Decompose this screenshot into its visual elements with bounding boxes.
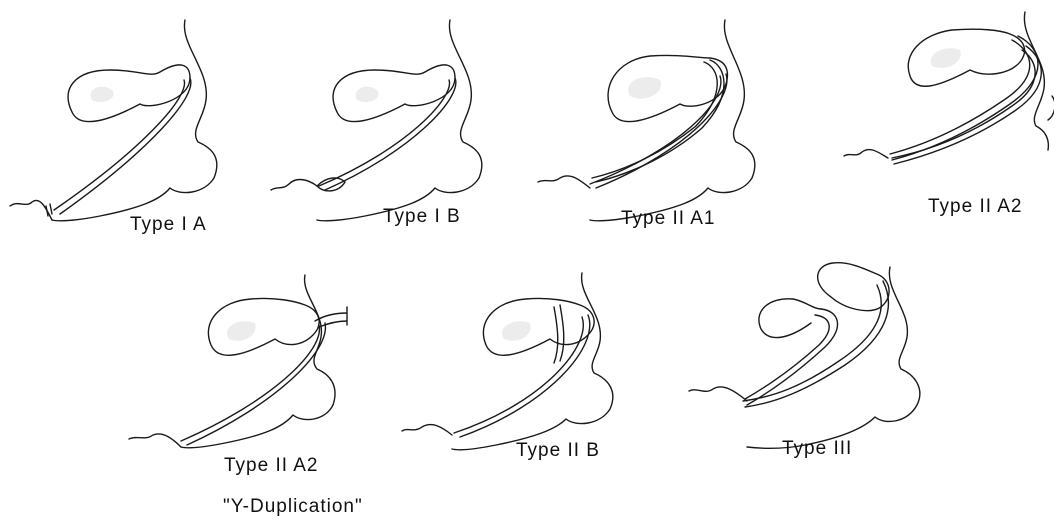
urethra-2-outer — [747, 309, 837, 405]
body-outline — [181, 275, 335, 448]
figure-type-1b — [271, 20, 482, 221]
label-type-2b: Type II B — [516, 440, 600, 462]
right-edge-outline — [1048, 96, 1054, 120]
figure-type-2a1 — [538, 20, 755, 221]
perineum-outline — [538, 176, 590, 188]
body-outline — [1024, 12, 1048, 150]
urethra-inner — [54, 80, 185, 210]
label-type-2a2-top: Type II A2 — [928, 196, 1023, 218]
bladder-shade — [931, 48, 961, 68]
perineum-outline — [10, 200, 52, 220]
bladder-outline — [68, 65, 190, 122]
label-type-3: Type III — [782, 438, 852, 460]
y-branch-lower — [319, 321, 347, 327]
body-outline — [452, 273, 613, 450]
bladder-shade — [227, 321, 256, 341]
bladder-shade — [628, 77, 661, 98]
bladder-outline — [333, 65, 455, 122]
accessory-channel-b — [554, 307, 558, 363]
figure-type-2a2-top — [844, 12, 1054, 164]
urethra-1-outer — [745, 281, 888, 407]
figure-type-3 — [689, 263, 920, 449]
label-y-duplication: "Y-Duplication" — [223, 496, 363, 518]
urethra-inner — [319, 80, 450, 186]
accessory-channel-a — [560, 305, 564, 361]
perineum-outline — [129, 434, 181, 447]
urethra-outer — [60, 78, 191, 214]
bladder-shade — [356, 87, 379, 102]
perineum-outline — [689, 387, 747, 401]
bladder-shade — [91, 87, 114, 102]
figure-type-2b — [402, 273, 613, 450]
perineum-outline — [844, 150, 888, 158]
figure-type-1a — [10, 20, 217, 221]
bladder-shade — [502, 321, 531, 341]
figure-type-2a2-y — [129, 275, 347, 448]
body-outline — [747, 267, 920, 448]
urethra-1-inner — [743, 285, 881, 401]
body-outline — [590, 20, 755, 221]
urethra-2-inner — [745, 315, 829, 399]
perineum-outline — [271, 180, 317, 190]
urethra-2-inner — [892, 50, 1035, 158]
label-type-1a: Type I A — [130, 214, 207, 236]
urethra-1-outer — [892, 36, 1038, 160]
bladder-outline — [908, 29, 1024, 86]
label-type-1b: Type I B — [383, 206, 461, 228]
body-outline — [52, 20, 217, 221]
label-type-2a2-bottom: Type II A2 — [224, 455, 319, 477]
label-type-2a1: Type II A1 — [621, 208, 716, 230]
urethra-outer — [325, 78, 456, 190]
urethra-inner — [181, 325, 319, 441]
bladder-outline — [208, 298, 319, 355]
perineum-outline — [402, 425, 452, 435]
bladder-2-outline — [759, 299, 821, 338]
body-outline — [317, 20, 482, 221]
